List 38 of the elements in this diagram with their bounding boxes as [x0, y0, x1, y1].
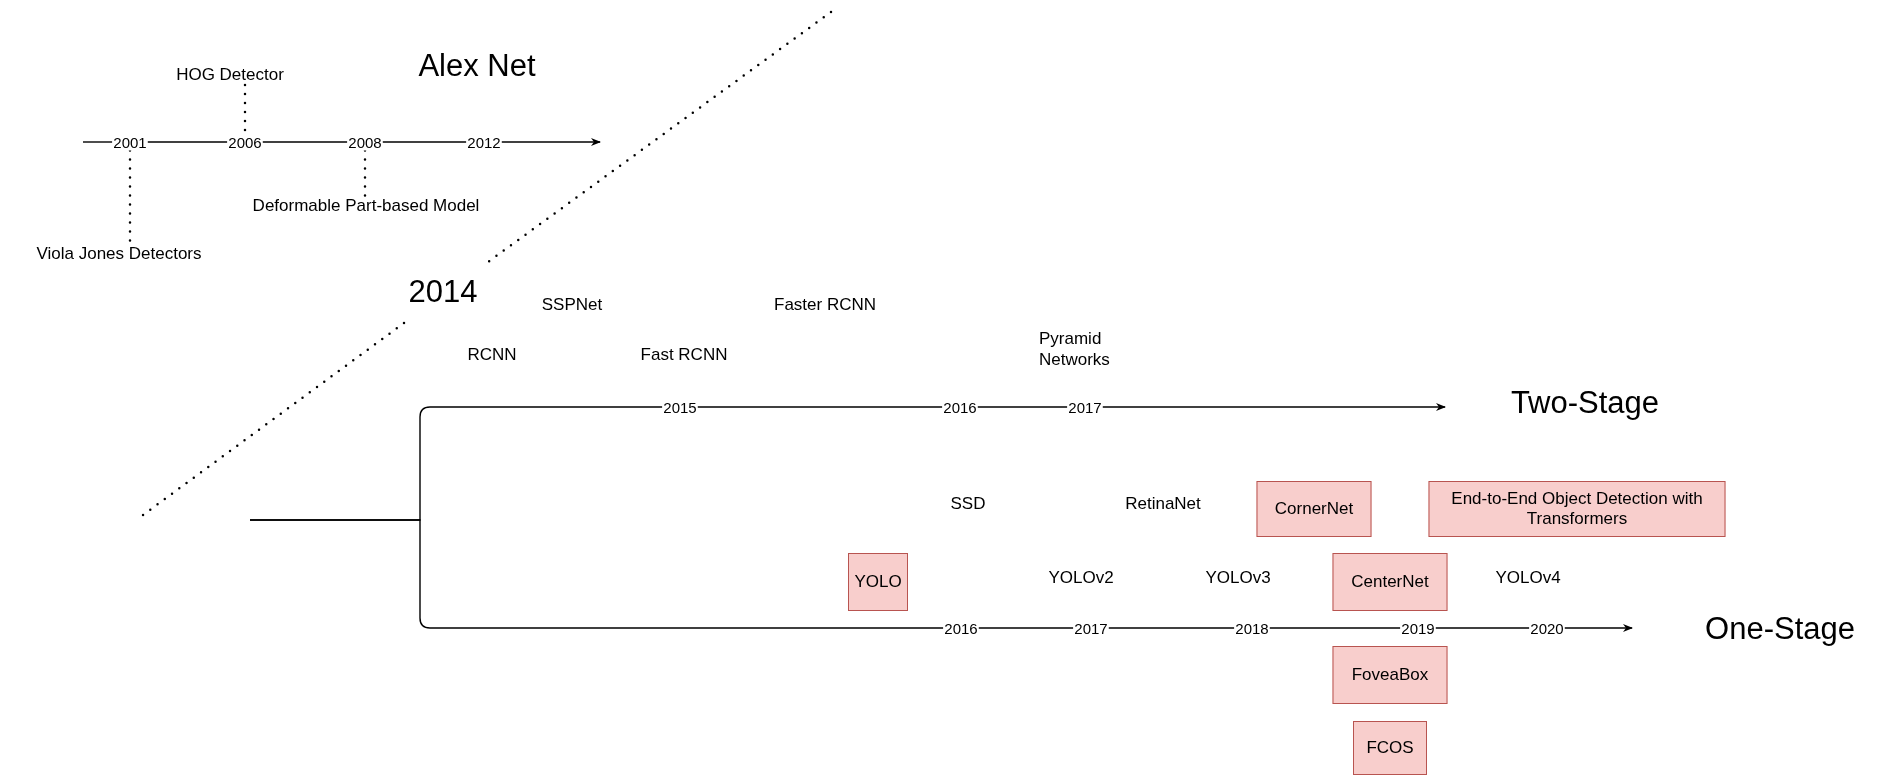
model-label: YOLOv4	[1495, 568, 1561, 588]
timeline-line	[382, 141, 467, 143]
milestone-label: HOG Detector	[176, 65, 284, 85]
heading-label: Two-Stage	[1510, 385, 1660, 421]
leader-line	[363, 149, 367, 198]
highlight-box: CornerNet	[1256, 481, 1372, 537]
timeline-line	[1108, 627, 1235, 629]
model-label: SSPNet	[541, 295, 603, 315]
milestone-label: Viola Jones Detectors	[36, 244, 202, 264]
timeline-line	[978, 627, 1074, 629]
model-label: Faster RCNN	[774, 295, 876, 315]
model-label: YOLOv3	[1205, 568, 1271, 588]
highlight-box: CenterNet	[1332, 553, 1448, 611]
timeline-arrow	[501, 138, 601, 146]
model-label: SSD	[950, 494, 986, 514]
model-label: Fast RCNN	[640, 345, 728, 365]
highlight-box: FoveaBox	[1332, 646, 1448, 704]
timeline-arrow	[1102, 403, 1446, 411]
heading-label: 2014	[408, 274, 478, 310]
timeline-line	[977, 406, 1068, 408]
model-label: Pyramid Networks	[1039, 328, 1111, 370]
timeline-line	[1435, 627, 1530, 629]
heading-label: Alex Net	[418, 48, 536, 84]
highlight-box: YOLO	[848, 553, 908, 611]
highlight-box: FCOS	[1353, 721, 1427, 775]
timeline-line	[1269, 627, 1401, 629]
model-label: RCNN	[467, 345, 517, 365]
timeline-line	[249, 519, 944, 629]
timeline-line	[262, 141, 348, 143]
model-label: RetinaNet	[1125, 494, 1201, 514]
model-label: YOLOv2	[1048, 568, 1114, 588]
timeline-line	[82, 141, 113, 143]
timeline-line	[697, 406, 943, 408]
timeline-arrow	[1564, 624, 1633, 632]
highlight-box: End-to-End Object Detection with Transformers	[1428, 481, 1726, 537]
timeline-line	[147, 141, 228, 143]
milestone-label: Deformable Part-based Model	[252, 196, 480, 216]
heading-label: One-Stage	[1705, 611, 1855, 647]
